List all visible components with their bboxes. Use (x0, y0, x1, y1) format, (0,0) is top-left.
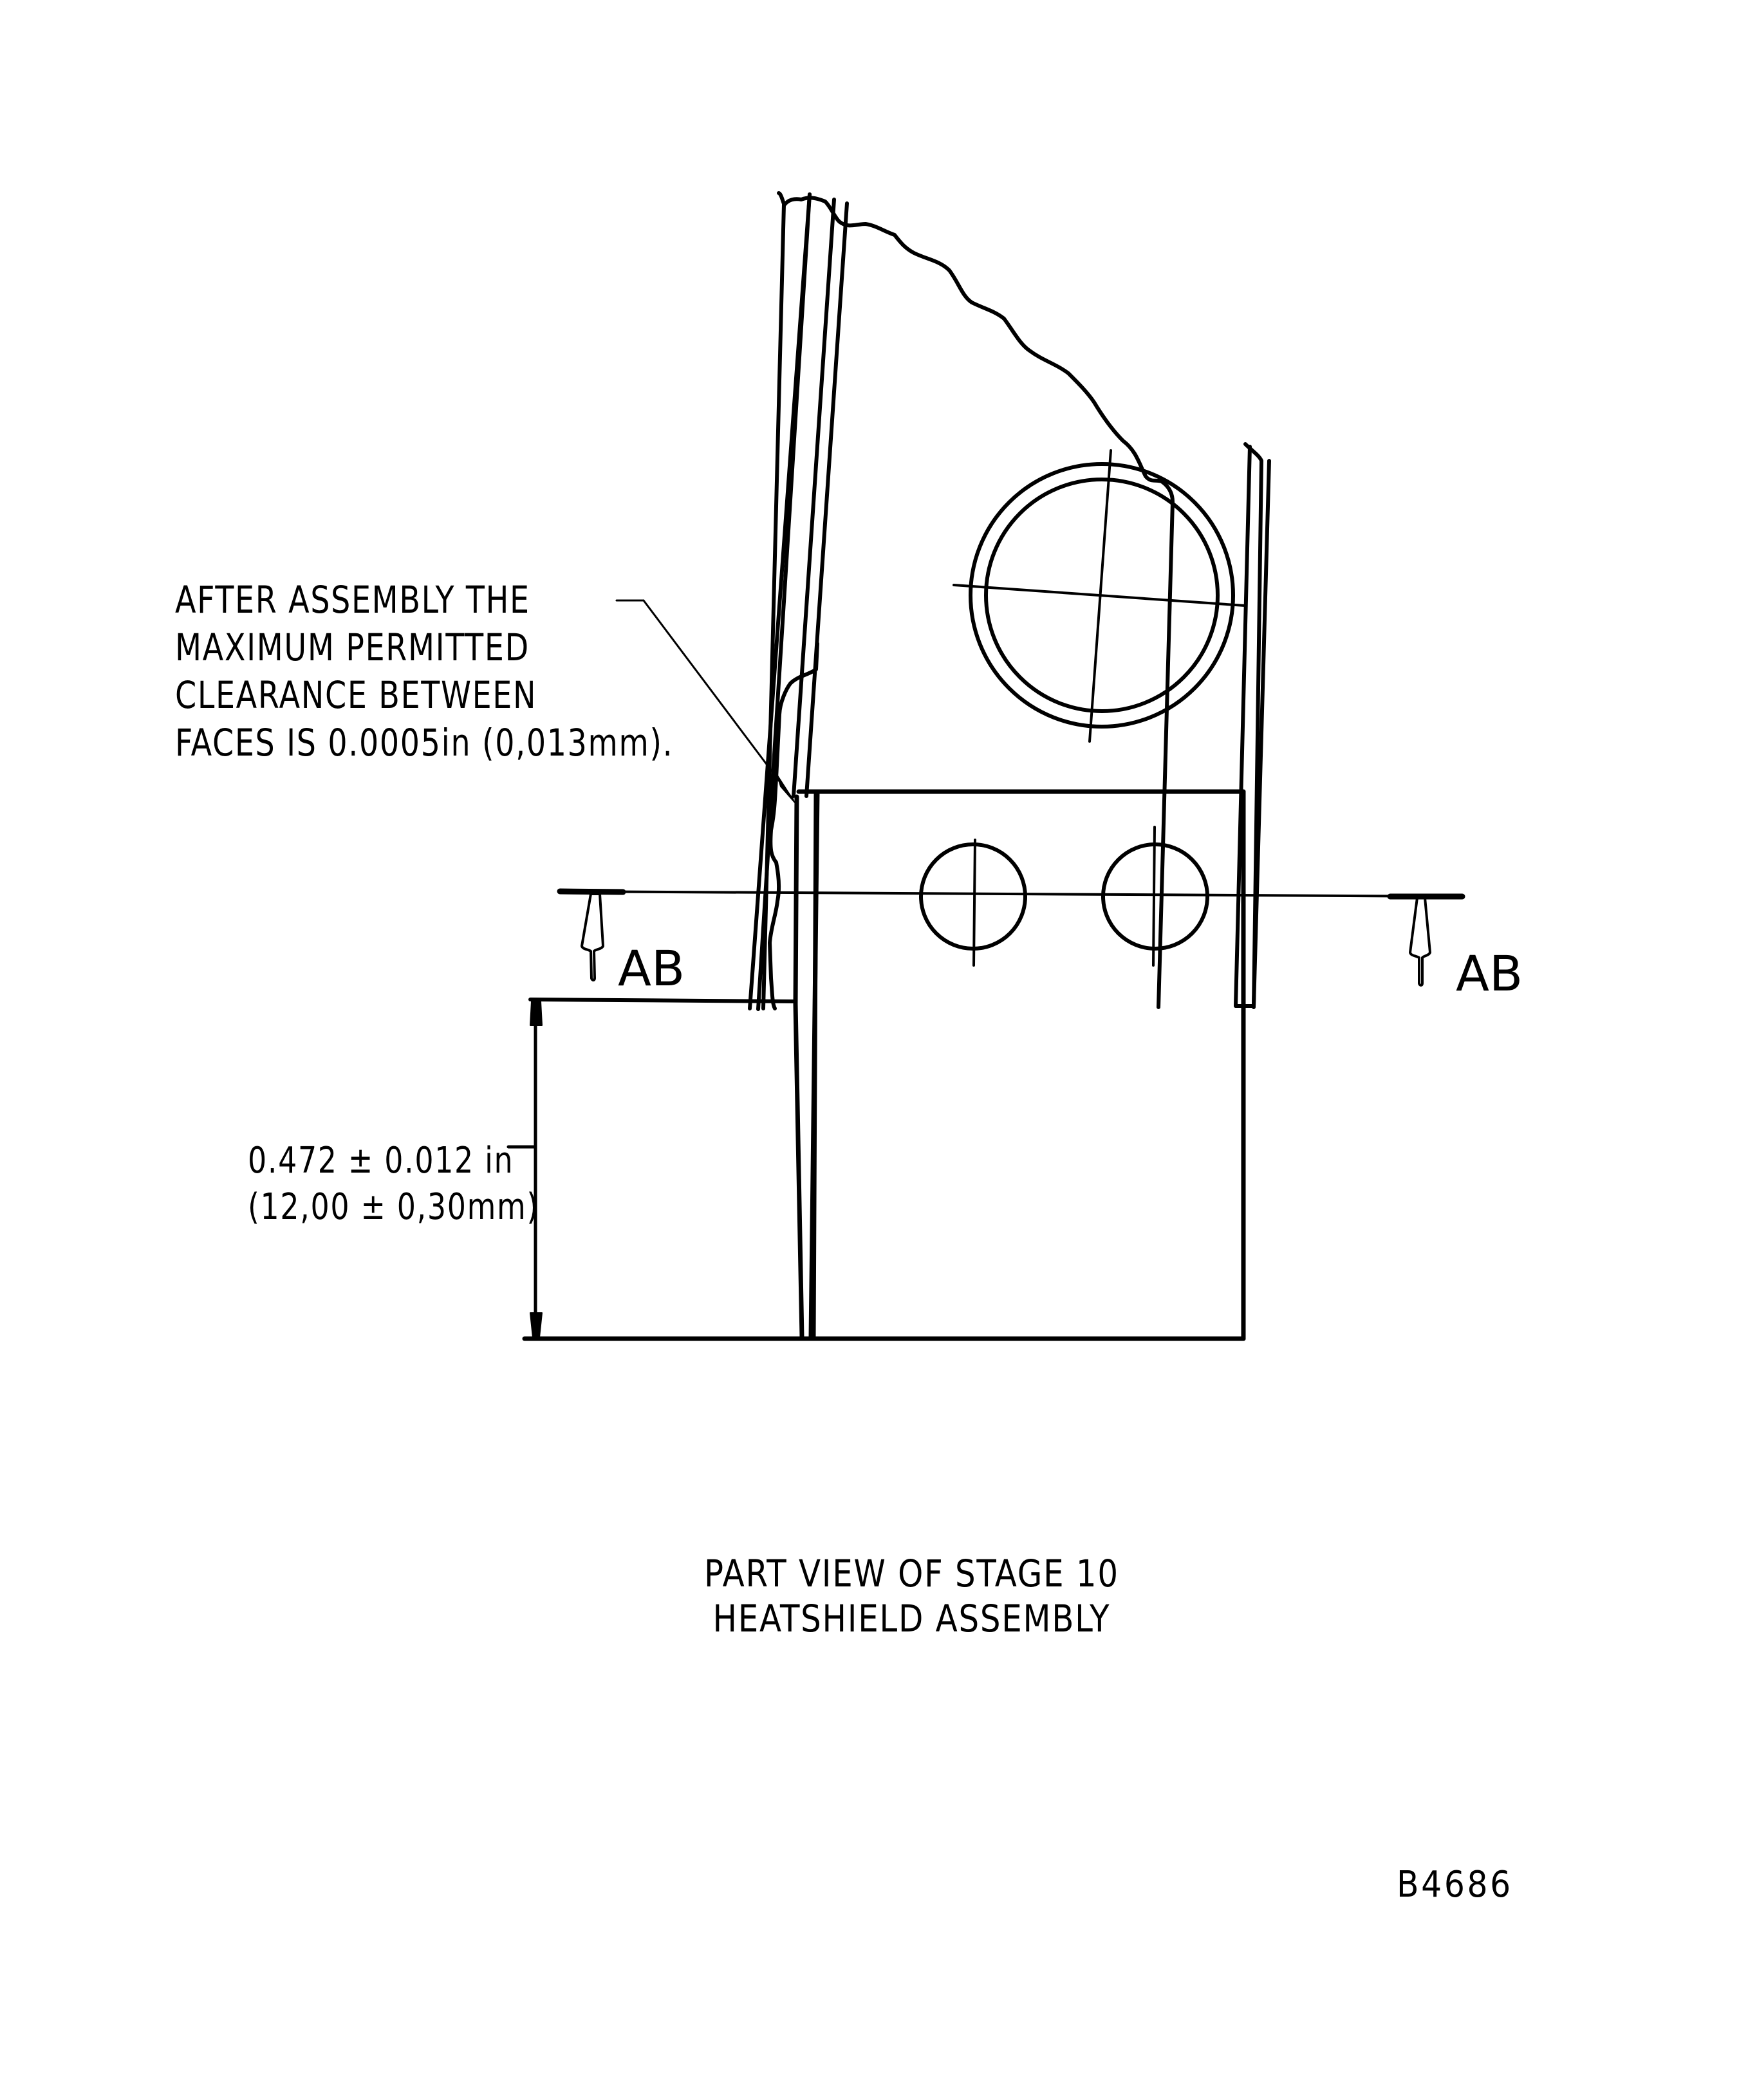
caption-line-1: PART VIEW OF STAGE 10 (704, 1552, 1119, 1595)
shell-wall-lines (748, 192, 849, 1010)
drawing-caption: PART VIEW OF STAGE 10 HEATSHIELD ASSEMBL… (704, 1551, 1119, 1641)
large-hole-centerlines (953, 449, 1246, 743)
note-line-3: CLEARANCE BETWEEN (175, 673, 537, 717)
figure-reference-number: B4686 (1397, 1864, 1513, 1906)
section-label-left: AB (618, 940, 685, 997)
note-leader (615, 599, 794, 801)
dimension-line (507, 998, 543, 1341)
section-arrow-left-icon (581, 893, 604, 981)
small-hole-1 (919, 839, 1027, 967)
large-hole (969, 462, 1235, 729)
section-line (557, 888, 1465, 900)
block-left-faces (793, 790, 819, 1340)
dimension-metric: (12,00 ± 0,30mm) (248, 1186, 539, 1228)
assembly-note: AFTER ASSEMBLY THE MAXIMUM PERMITTED CLE… (175, 576, 673, 767)
section-arrow-right-icon (1409, 897, 1431, 987)
note-line-2: MAXIMUM PERMITTED (175, 626, 530, 669)
break-line (777, 191, 1164, 483)
retaining-block (796, 789, 1246, 1341)
dimension-label: 0.472 ± 0.012 in (12,00 ± 0,30mm) (248, 1138, 539, 1231)
dimension-imperial: 0.472 ± 0.012 in (248, 1140, 514, 1182)
shell-right-wall-lines (1234, 445, 1271, 1008)
note-line-1: AFTER ASSEMBLY THE (175, 578, 530, 622)
section-label-right: AB (1456, 945, 1523, 1002)
contact-face-line (768, 642, 819, 1010)
shoulder-line (528, 998, 795, 1003)
small-hole-2 (1101, 826, 1209, 967)
caption-line-2: HEATSHIELD ASSEMBLY (712, 1597, 1111, 1640)
leader-arrowhead (777, 775, 795, 803)
note-line-4: FACES IS 0.0005in (0,013mm). (175, 721, 674, 765)
